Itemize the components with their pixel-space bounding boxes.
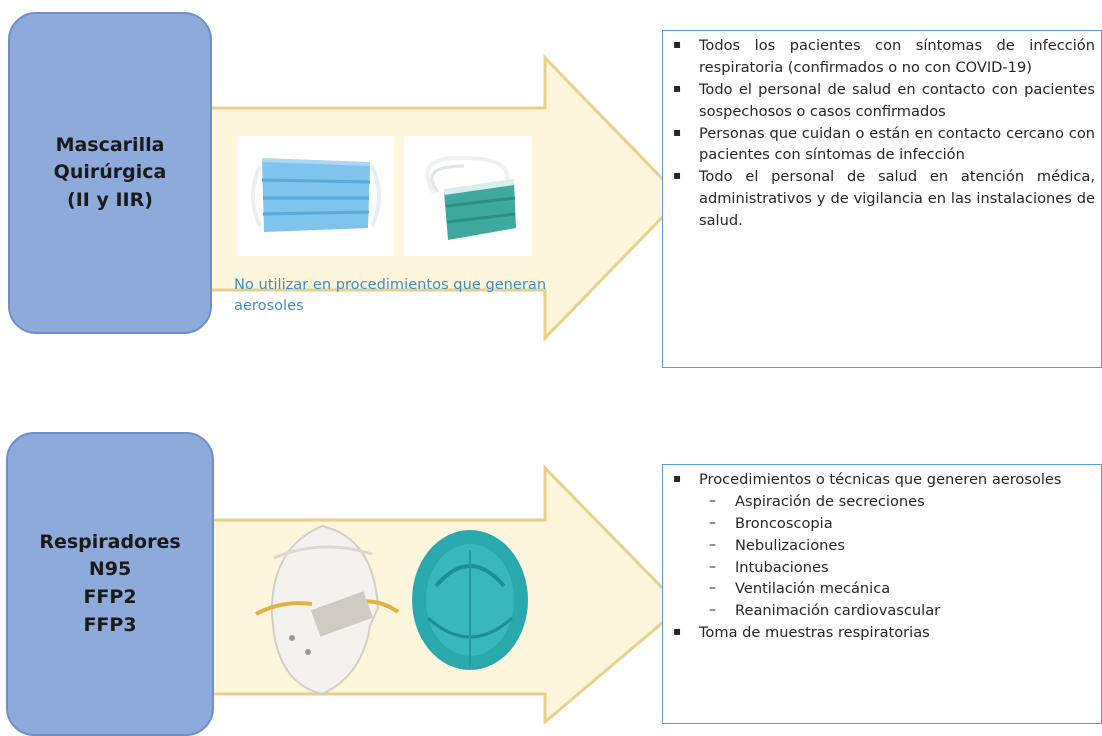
- label-line: Respiradores: [39, 530, 181, 553]
- surgical-mask-image: [238, 136, 394, 256]
- procedure-item: Ventilación mecánica: [699, 578, 1095, 600]
- surgical-mask-label: Mascarilla Quirúrgica (II y IIR): [8, 12, 212, 334]
- usage-item: Toma de muestras respiratorias: [663, 622, 1095, 644]
- label-line: Quirúrgica: [53, 161, 167, 184]
- n95-respirator-image: [255, 524, 400, 696]
- aerosol-warning-note: No utilizar en procedimientos que genera…: [234, 276, 547, 315]
- procedure-item: Broncoscopia: [699, 513, 1095, 535]
- usage-item-text: Procedimientos o técnicas que generen ae…: [699, 471, 1062, 488]
- surgical-mask-loops-image: [404, 136, 532, 256]
- usage-list: Todos los pacientes con síntomas de infe…: [663, 35, 1095, 232]
- usage-item: Todo el personal de salud en atención mé…: [663, 166, 1095, 232]
- procedure-sublist: Aspiración de secreciones Broncoscopia N…: [699, 491, 1095, 622]
- teal-respirator-image: [412, 530, 528, 670]
- label-line: FFP3: [83, 613, 137, 636]
- procedure-item: Nebulizaciones: [699, 535, 1095, 557]
- usage-item: Todos los pacientes con síntomas de infe…: [663, 35, 1095, 79]
- respirator-usage-box: Procedimientos o técnicas que generen ae…: [662, 464, 1102, 724]
- respirator-usage-list: Procedimientos o técnicas que generen ae…: [663, 469, 1095, 644]
- respirators-label: Respiradores N95 FFP2 FFP3: [6, 432, 214, 736]
- surgical-mask-usage-box: Todos los pacientes con síntomas de infe…: [662, 30, 1102, 368]
- label-line: (II y IIR): [67, 188, 153, 211]
- usage-item: Personas que cuidan o están en contacto …: [663, 123, 1095, 167]
- procedure-item: Reanimación cardiovascular: [699, 600, 1095, 622]
- label-line: Mascarilla: [55, 133, 165, 156]
- usage-item: Procedimientos o técnicas que generen ae…: [663, 469, 1095, 622]
- label-line: N95: [88, 558, 132, 581]
- procedure-item: Aspiración de secreciones: [699, 491, 1095, 513]
- label-line: FFP2: [83, 586, 137, 608]
- usage-item: Todo el personal de salud en contacto co…: [663, 79, 1095, 123]
- procedure-item: Intubaciones: [699, 557, 1095, 579]
